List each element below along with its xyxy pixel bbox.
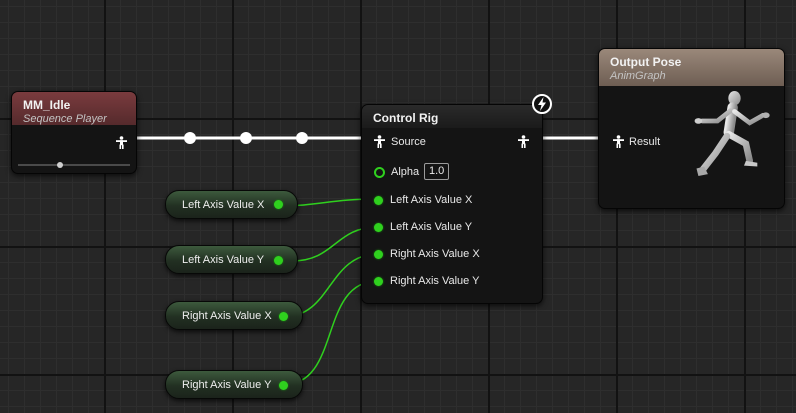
node-subtitle: AnimGraph <box>610 70 666 82</box>
left-axis-x-pin[interactable] <box>374 196 383 205</box>
variable-left-axis-y[interactable]: Left Axis Value Y <box>165 245 298 274</box>
pose-output-pin-icon[interactable] <box>518 135 529 148</box>
variable-label: Right Axis Value Y <box>182 379 272 391</box>
reroute-knot[interactable] <box>296 132 308 144</box>
source-pin-label: Source <box>391 136 426 148</box>
alpha-pin[interactable] <box>374 167 385 178</box>
variable-output-pin[interactable] <box>279 312 288 321</box>
right-axis-x-pin[interactable] <box>374 250 383 259</box>
left-axis-y-pin-label: Left Axis Value Y <box>390 221 473 233</box>
control-rig-header: Control Rig <box>362 105 542 128</box>
variable-left-axis-x[interactable]: Left Axis Value X <box>165 190 298 219</box>
control-rig-node[interactable]: Control Rig Source Alpha 1.0 Left Axis V… <box>361 104 543 304</box>
pose-input-pin-icon[interactable] <box>613 135 624 148</box>
position-slider-track[interactable] <box>18 164 130 166</box>
variable-output-pin[interactable] <box>279 381 288 390</box>
variable-label: Right Axis Value X <box>182 310 272 322</box>
reroute-knot[interactable] <box>184 132 196 144</box>
alpha-value-field[interactable]: 1.0 <box>424 163 450 180</box>
node-subtitle: Sequence Player <box>23 113 107 125</box>
right-axis-y-pin-label: Right Axis Value Y <box>390 275 480 287</box>
node-title: MM_Idle <box>23 98 71 112</box>
left-axis-x-pin-label: Left Axis Value X <box>390 194 473 206</box>
right-axis-x-pin-label: Right Axis Value X <box>390 248 480 260</box>
variable-output-pin[interactable] <box>274 200 283 209</box>
variable-right-axis-y[interactable]: Right Axis Value Y <box>165 370 303 399</box>
variable-right-axis-x[interactable]: Right Axis Value X <box>165 301 303 330</box>
right-axis-y-pin[interactable] <box>374 277 383 286</box>
variable-label: Left Axis Value Y <box>182 254 265 266</box>
alpha-pin-label: Alpha <box>391 166 420 178</box>
reroute-knot[interactable] <box>240 132 252 144</box>
node-title: Control Rig <box>373 111 439 125</box>
pose-input-pin-icon[interactable] <box>374 135 385 148</box>
output-pose-node[interactable]: Output Pose AnimGraph Result <box>598 48 785 209</box>
output-pose-header: Output Pose AnimGraph <box>599 49 784 86</box>
lightning-icon <box>532 94 552 114</box>
variable-label: Left Axis Value X <box>182 199 265 211</box>
running-mannequin-icon <box>694 91 770 177</box>
result-pin-label: Result <box>629 136 661 148</box>
sequence-player-node[interactable]: MM_Idle Sequence Player <box>11 91 137 174</box>
left-axis-y-pin[interactable] <box>374 223 383 232</box>
position-slider-handle[interactable] <box>57 162 63 168</box>
variable-output-pin[interactable] <box>274 256 283 265</box>
node-title: Output Pose <box>610 55 682 69</box>
sequence-player-header: MM_Idle Sequence Player <box>12 92 136 125</box>
pose-output-pin-icon[interactable] <box>116 136 127 149</box>
